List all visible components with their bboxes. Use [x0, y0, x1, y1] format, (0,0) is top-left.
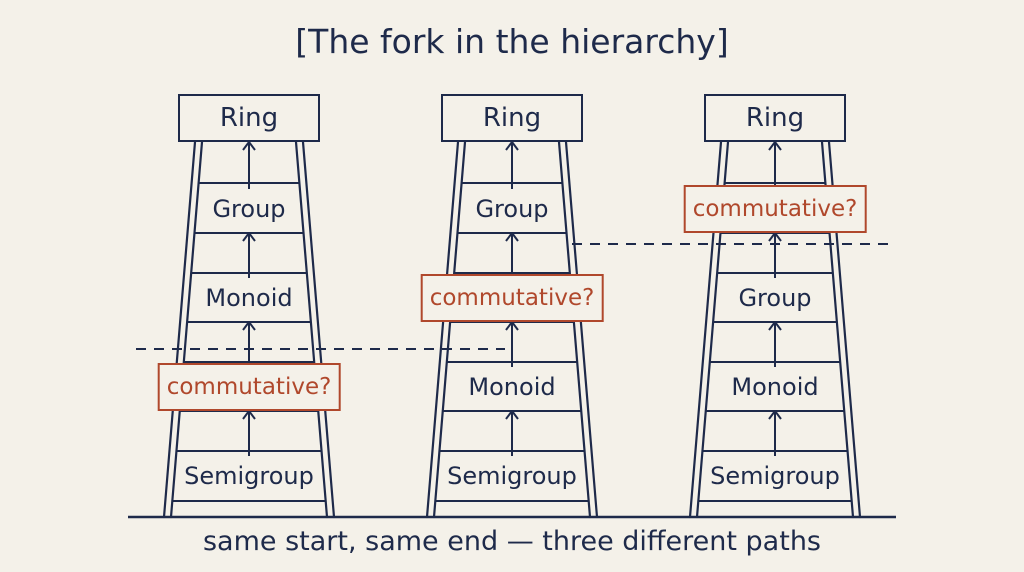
ladder-2-top-label: Ring — [441, 94, 583, 142]
up-arrow-icon — [768, 321, 782, 331]
ladder-2-step-label: Monoid — [464, 373, 560, 401]
ladder-3-top-label: Ring — [704, 94, 846, 142]
diagram-title: [The fork in the hierarchy] — [295, 22, 729, 61]
up-arrow-icon — [505, 410, 519, 420]
ladder-3-step-label: Group — [734, 284, 816, 312]
ladder-3-step-label: Semigroup — [706, 462, 844, 490]
ladder-2-step-label: Group — [471, 195, 553, 223]
ladder-1-rail — [301, 140, 336, 519]
ladder-1-rail — [169, 140, 204, 519]
ladder-3-commutative-question: commutative? — [683, 185, 867, 233]
up-arrow-icon — [242, 232, 256, 242]
ladder-2-rail — [557, 140, 592, 519]
ladder-3-step-label: Monoid — [727, 373, 823, 401]
up-arrow-icon — [505, 141, 519, 151]
up-arrow-icon — [242, 410, 256, 420]
ladder-1-rail — [162, 140, 197, 519]
up-arrow-icon — [242, 141, 256, 151]
up-arrow-icon — [505, 321, 519, 331]
diagram-caption: same start, same end — three different p… — [202, 526, 821, 557]
up-arrow-icon — [768, 232, 782, 242]
ladder-1-step-label: Group — [208, 195, 290, 223]
ladder-2-rail — [425, 140, 460, 519]
up-arrow-icon — [505, 232, 519, 242]
ladder-1-step-label: Monoid — [201, 284, 297, 312]
ladder-1-commutative-question: commutative? — [157, 363, 341, 411]
up-arrow-icon — [768, 141, 782, 151]
ladder-2-rail — [564, 140, 599, 519]
up-arrow-icon — [768, 410, 782, 420]
ladder-1-step-label: Semigroup — [180, 462, 318, 490]
ladder-2-rail — [432, 140, 467, 519]
up-arrow-icon — [242, 321, 256, 331]
ladder-2-step-label: Semigroup — [443, 462, 581, 490]
ladder-2-commutative-question: commutative? — [420, 274, 604, 322]
ladder-1-rail — [294, 140, 329, 519]
ladder-1-top-label: Ring — [178, 94, 320, 142]
